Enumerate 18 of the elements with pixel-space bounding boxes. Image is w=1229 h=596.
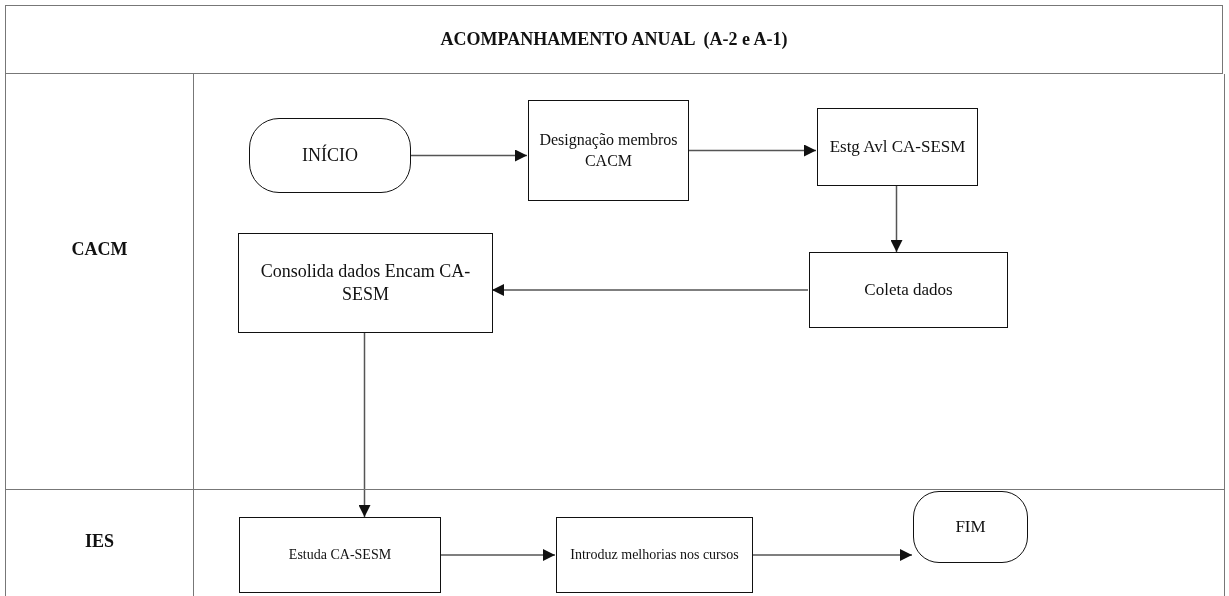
process-box: Introduz melhorias nos cursos	[556, 517, 753, 593]
arrow	[751, 549, 913, 561]
terminal-box: FIM	[913, 491, 1028, 563]
terminal-box: INÍCIO	[249, 118, 411, 193]
arrow	[409, 149, 528, 162]
arrow	[890, 185, 903, 253]
lane-label: IES	[6, 489, 194, 596]
process-box: Coleta dados	[809, 252, 1008, 328]
arrow	[687, 144, 817, 157]
process-box: Estg Avl CA-SESM	[817, 108, 978, 186]
diagram-title: ACOMPANHAMENTO ANUAL (A-2 e A-1)	[5, 5, 1223, 74]
lane-label: CACM	[6, 74, 194, 489]
arrow	[439, 549, 556, 561]
process-box: Designação membros CACM	[528, 100, 689, 201]
arrow	[358, 332, 371, 518]
process-box: Estuda CA-SESM	[239, 517, 441, 593]
process-box: Consolida dados Encam CA-SESM	[238, 233, 493, 333]
arrow	[491, 284, 809, 296]
